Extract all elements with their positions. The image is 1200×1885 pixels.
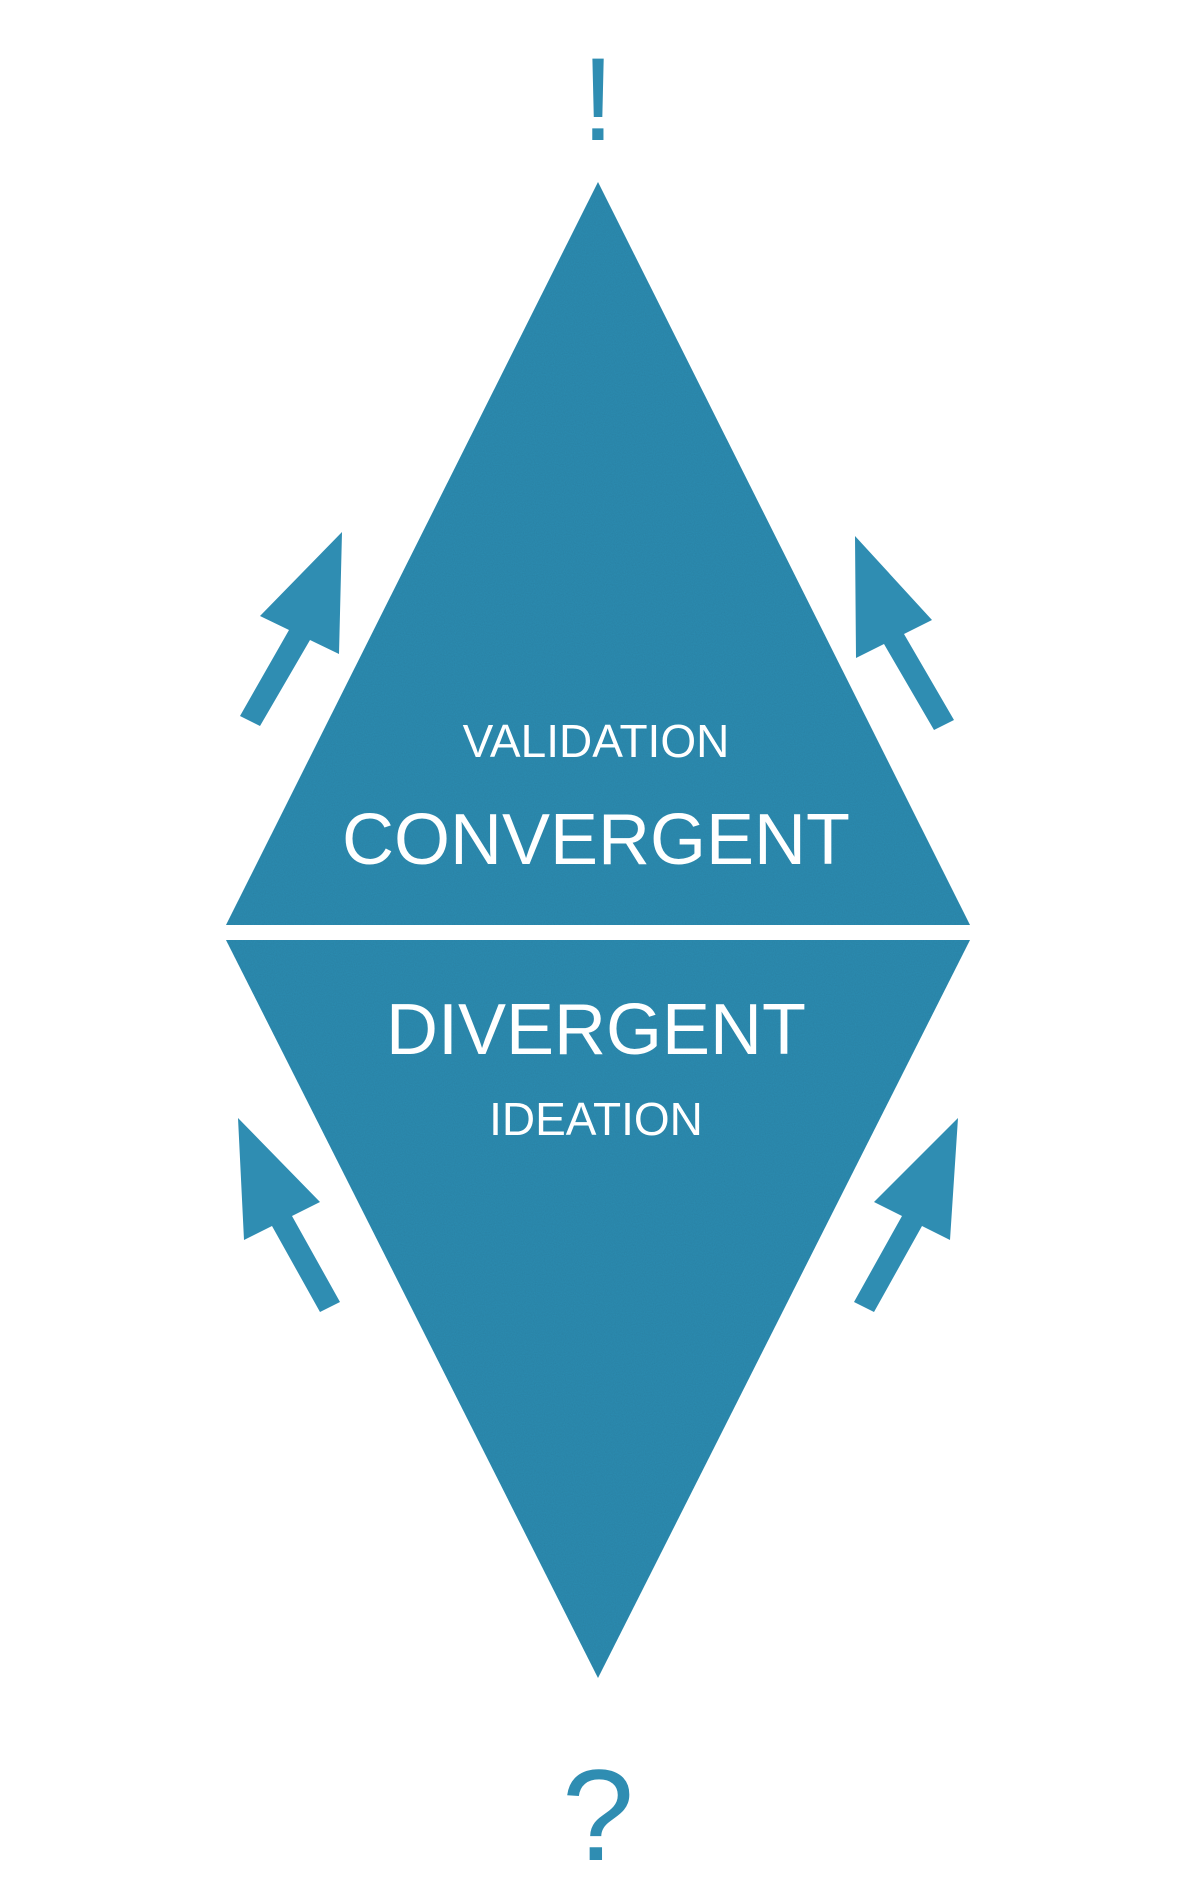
exclamation-mark: !: [582, 34, 615, 166]
question-mark: ?: [562, 1742, 634, 1885]
convergent-label: CONVERGENT: [342, 800, 850, 880]
divergent-triangle: [226, 940, 970, 1678]
validation-label: VALIDATION: [463, 715, 730, 767]
divergent-label: DIVERGENT: [386, 990, 806, 1070]
ideation-label: IDEATION: [489, 1093, 703, 1145]
upper-left-arrow-icon: [240, 532, 342, 726]
convergent-triangle: [226, 182, 970, 925]
lower-left-arrow-icon: [238, 1118, 340, 1312]
lower-right-arrow-icon: [854, 1118, 958, 1312]
upper-right-arrow-icon: [855, 536, 954, 730]
